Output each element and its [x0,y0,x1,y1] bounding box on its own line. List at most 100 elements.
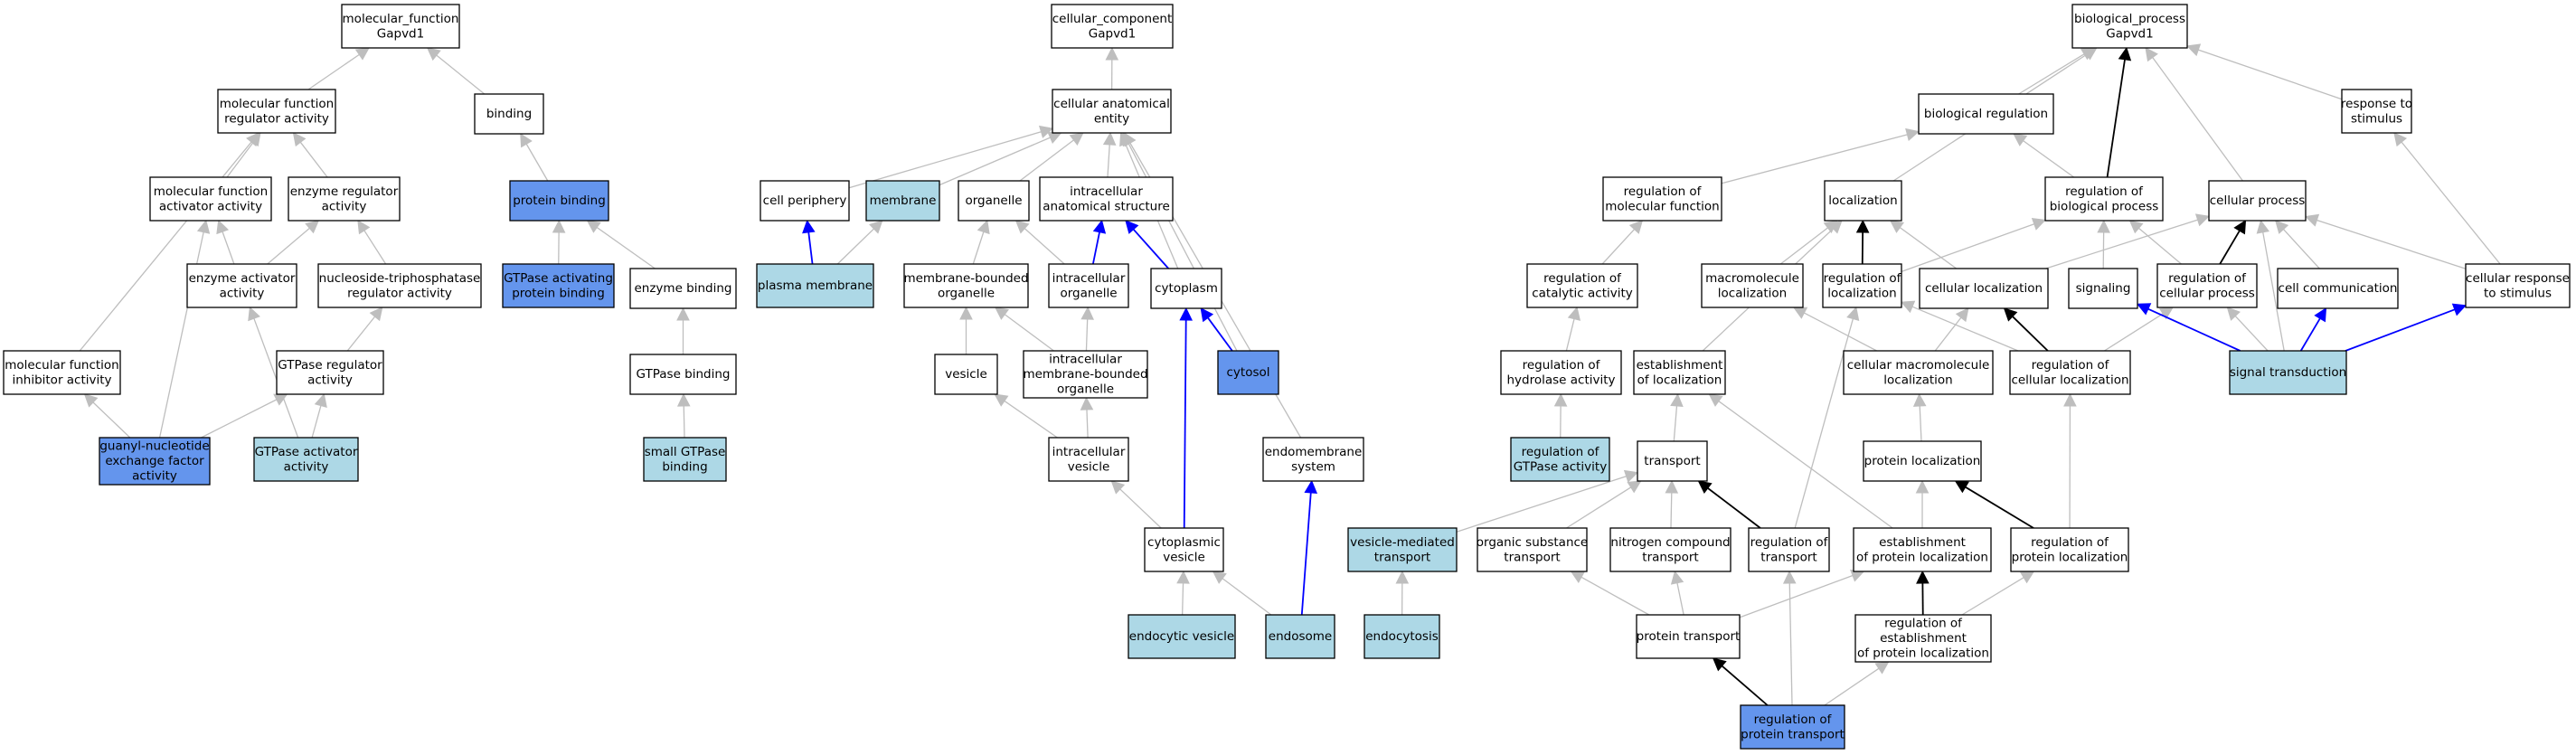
node-box [99,437,211,486]
node-label-line: regulation of [1543,271,1622,286]
edge-cell_communication-to-cellular_process [2274,220,2320,269]
edge-reg_protein_transport-to-protein_transport [1712,657,1769,706]
edge-arrowhead [1570,571,1585,583]
node-label-line: of protein localization [1857,646,1989,661]
node-label-line: of localization [1637,373,1722,387]
edge-arrowhead [2082,47,2098,61]
edge-reg_bio_process-to-bp_root [2106,46,2132,178]
edge-line [2018,53,2085,95]
node-box [1128,614,1236,659]
edge-cellular_process-to-bp_root [2145,47,2243,182]
node-box [1748,527,1830,572]
node-box [629,354,737,395]
node-box [1144,527,1224,572]
edge-line [1004,314,1054,352]
edge-arrowhead [1855,219,1870,233]
edge-line [307,53,360,90]
edge-line [939,137,1051,186]
edge-organic_transport-to-transport [1566,480,1642,529]
go-term-node-protein-binding: protein binding [509,180,609,222]
edge-cyto_vesicle-to-intra_vesicle [1110,480,1162,529]
node-box [2068,268,2138,309]
edge-reg_cell_process-to-cellular_process [2219,220,2247,265]
edge-line [972,231,985,265]
edge-intra_organelle-to-organelle [1014,220,1065,265]
edge-line [1707,487,1761,529]
node-label-line: regulation of [2065,184,2144,199]
edge-reg_establish_protein_loc-to-establish_protein_loc [1916,570,1930,616]
edge-arrowhead [2003,307,2018,322]
node-label-line: localization [1828,193,1897,208]
edge-protein_transport-to-organic_transport [1570,571,1650,616]
edge-line [2104,313,2164,352]
node-label-line: Gapvd1 [1089,26,1136,41]
edge-line [1673,405,1678,442]
edge-arrowhead [2158,307,2175,320]
node-label-line: macromolecule [1705,271,1799,286]
node-box [2465,263,2571,308]
node-box [1740,704,1845,750]
edge-arrowhead [1916,570,1930,584]
edge-reg_transport-to-reg_localization [1794,306,1860,529]
edge-arrowhead [2128,220,2144,234]
edge-line [1581,576,1650,616]
edge-arrowhead [2136,303,2152,316]
go-term-node-plasma-membrane: plasma membrane [756,263,874,308]
edge-arrowhead [1915,479,1930,494]
edge-arrowhead [426,47,441,61]
edge-arrowhead [802,219,816,234]
edge-arrowhead [2031,218,2047,231]
node-label-line: regulation of [2168,271,2247,286]
edge-line [79,141,252,352]
edge-gtpase_activator-to-enzyme_activator [248,306,299,439]
node-label-line: intracellular [1052,271,1126,286]
node-label-line: activator activity [159,199,262,213]
node-label-line: regulation of [1824,271,1902,286]
edge-line [158,231,204,439]
edge-cellular_loc-to-cellular_process [2045,213,2211,269]
node-label-line: membrane [870,193,937,208]
edge-arrowhead [1395,570,1410,584]
edge-mf_regulator-to-mf_root [307,47,370,90]
edge-endosome-to-cyto_vesicle [1212,571,1272,616]
edge-signal_transduction-to-cell_communication [2299,307,2327,352]
edge-arrowhead [1069,132,1084,146]
node-label-line: molecular function [1605,199,1719,213]
edge-line [1024,228,1065,265]
edge-line [1300,492,1312,616]
go-term-node-organelle: organelle [958,180,1030,222]
edge-mf_inhibitor-to-mf_regulator [79,132,259,352]
node-label-line: anatomical structure [1043,199,1170,213]
node-box [1854,614,1992,663]
edge-line [2262,231,2285,352]
edge-arrowhead [2393,132,2408,147]
edge-arrowhead [552,219,566,233]
edge-arrowhead [520,133,533,148]
node-label-line: establishment [1880,631,1967,646]
edge-arrowhead [994,393,1009,407]
edge-arrowhead [1954,480,1969,494]
go-term-node-cytoplasm: cytoplasm [1150,268,1222,309]
edge-line [1004,400,1058,439]
node-label-line: protein localization [1864,454,1981,468]
edge-line [1919,405,1922,442]
edge-line [2045,219,2198,269]
edge-enzyme_activator-to-mf_activator [216,219,235,265]
edge-arrowhead [369,307,383,322]
edge-signal_transduction-to-signaling [2136,303,2241,352]
go-term-node-protein-transport: protein transport [1636,614,1741,659]
node-box [1919,268,2049,309]
node-box [1039,176,1174,222]
node-label-line: endosome [1269,629,1332,644]
edge-line [1086,409,1089,439]
